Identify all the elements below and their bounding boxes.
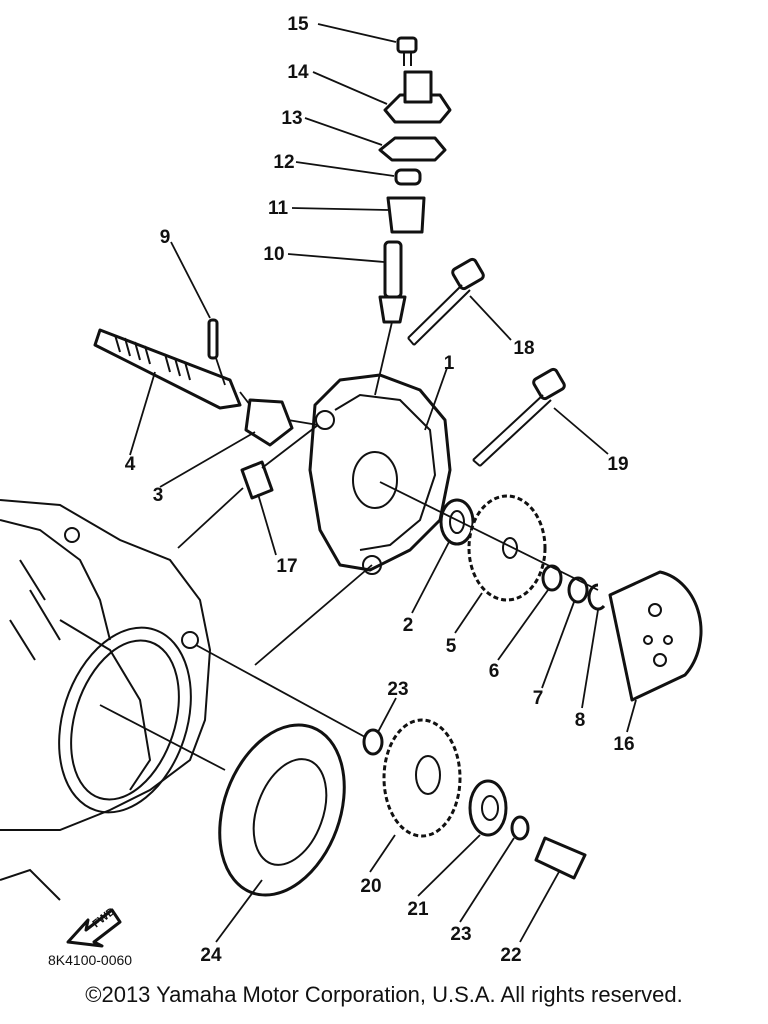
part-8-circlip xyxy=(587,583,606,611)
callout-4: 4 xyxy=(125,454,136,475)
part-17-dowel xyxy=(240,460,274,500)
part-18-bolt xyxy=(407,257,485,346)
part-24-seal-ring xyxy=(218,723,346,897)
part-9-pin xyxy=(207,318,219,360)
callout-23-lower: 23 xyxy=(450,924,471,945)
callout-2: 2 xyxy=(403,615,414,636)
part-21-bearing xyxy=(468,779,508,837)
part-23-washer-lower xyxy=(510,815,530,841)
part-4-shaft xyxy=(93,328,242,410)
part-6-washer xyxy=(541,564,563,592)
callout-12: 12 xyxy=(273,152,294,173)
callout-1: 1 xyxy=(444,353,455,374)
callout-3: 3 xyxy=(153,485,164,506)
callout-20: 20 xyxy=(360,876,381,897)
callout-19: 19 xyxy=(607,454,628,475)
part-13-gasket xyxy=(378,136,447,162)
callout-24: 24 xyxy=(200,945,222,966)
part-19-bolt xyxy=(472,367,566,467)
callout-9: 9 xyxy=(160,227,171,248)
callout-7: 7 xyxy=(533,688,544,709)
callout-6: 6 xyxy=(489,661,500,682)
part-23-washer-upper xyxy=(362,728,384,756)
copyright-notice: ©2013 Yamaha Motor Corporation, U.S.A. A… xyxy=(85,982,683,1007)
part-11-bushing xyxy=(386,196,426,234)
part-20-gear xyxy=(382,718,462,838)
part-15-bolt xyxy=(396,36,418,66)
part-16-cover-plate xyxy=(608,570,703,702)
part-12-seal xyxy=(394,168,422,186)
callout-22: 22 xyxy=(500,945,521,966)
crankcase xyxy=(0,499,212,901)
part-10-driven-gear xyxy=(378,240,407,324)
drawing-code: 8K4100-0060 xyxy=(48,952,132,968)
callout-21: 21 xyxy=(407,899,429,920)
callout-5: 5 xyxy=(446,636,457,657)
assembly-lines xyxy=(99,321,599,771)
callout-8: 8 xyxy=(575,710,586,731)
callout-18: 18 xyxy=(513,338,534,359)
callout-10: 10 xyxy=(263,244,284,265)
callout-leaders xyxy=(129,23,637,943)
callout-17: 17 xyxy=(276,556,297,577)
part-5-sprocket xyxy=(467,494,547,602)
callout-15: 15 xyxy=(287,14,309,35)
part-7-washer xyxy=(567,576,589,604)
callout-13: 13 xyxy=(281,108,302,129)
callout-numbers: 15 14 13 12 11 10 9 4 3 17 1 18 19 2 5 6… xyxy=(125,14,635,966)
fwd-arrow-icon: FWD xyxy=(66,905,122,948)
part-1-gear-case xyxy=(308,373,452,575)
callout-11: 11 xyxy=(268,198,289,219)
part-14-housing xyxy=(383,70,452,124)
callout-23-upper: 23 xyxy=(387,679,408,700)
part-22-sleeve xyxy=(534,836,587,880)
part-2-bearing xyxy=(439,498,475,546)
callout-16: 16 xyxy=(613,734,634,755)
callout-14: 14 xyxy=(287,62,309,83)
part-3-collar xyxy=(244,398,294,447)
